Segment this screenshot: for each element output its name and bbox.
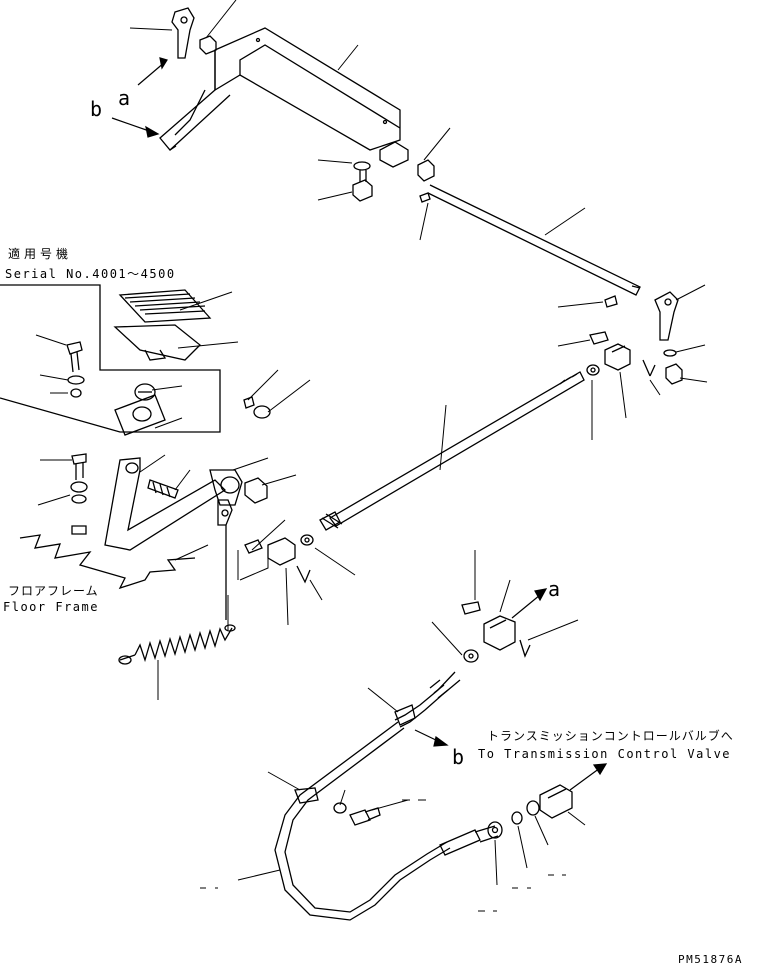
bushings-upper	[353, 160, 434, 202]
middle-threaded-rod	[320, 372, 584, 530]
transmission-en: To Transmission Control Valve	[478, 747, 732, 761]
middle-clevis	[245, 535, 313, 582]
leader-lines	[36, 0, 707, 885]
callout-b-top: b	[90, 97, 103, 121]
upper-bracket	[160, 28, 408, 167]
serial-number-label: Serial No.4001～4500	[5, 267, 176, 281]
callout-a-top: a	[118, 86, 131, 110]
drawing-number: PM51876A	[678, 953, 743, 966]
serial-title-jp: 適用号機	[8, 247, 73, 261]
lever-bushing	[244, 397, 270, 503]
pedal-parts	[115, 290, 210, 360]
right-lever-cluster	[587, 292, 682, 384]
callout-b-bottom: b	[452, 745, 465, 769]
callout-arrows	[112, 58, 606, 790]
serial-box-frame	[0, 285, 220, 435]
floor-frame-line	[20, 535, 195, 588]
lower-hardware	[334, 785, 572, 838]
floor-frame-en: Floor Frame	[3, 600, 99, 614]
control-cable	[275, 672, 498, 920]
left-bolts	[71, 454, 87, 534]
lower-clevis	[462, 602, 530, 662]
pedal-lever	[105, 458, 242, 620]
top-lever-part	[172, 8, 216, 58]
upper-long-rod	[428, 185, 640, 295]
return-spring	[119, 625, 235, 664]
floor-frame-jp: フロアフレーム	[8, 584, 99, 598]
transmission-jp: トランスミッションコントロールバルブへ	[487, 729, 734, 743]
small-marks	[200, 800, 566, 911]
callout-a-right: a	[548, 577, 561, 601]
box-bolts	[67, 342, 84, 397]
